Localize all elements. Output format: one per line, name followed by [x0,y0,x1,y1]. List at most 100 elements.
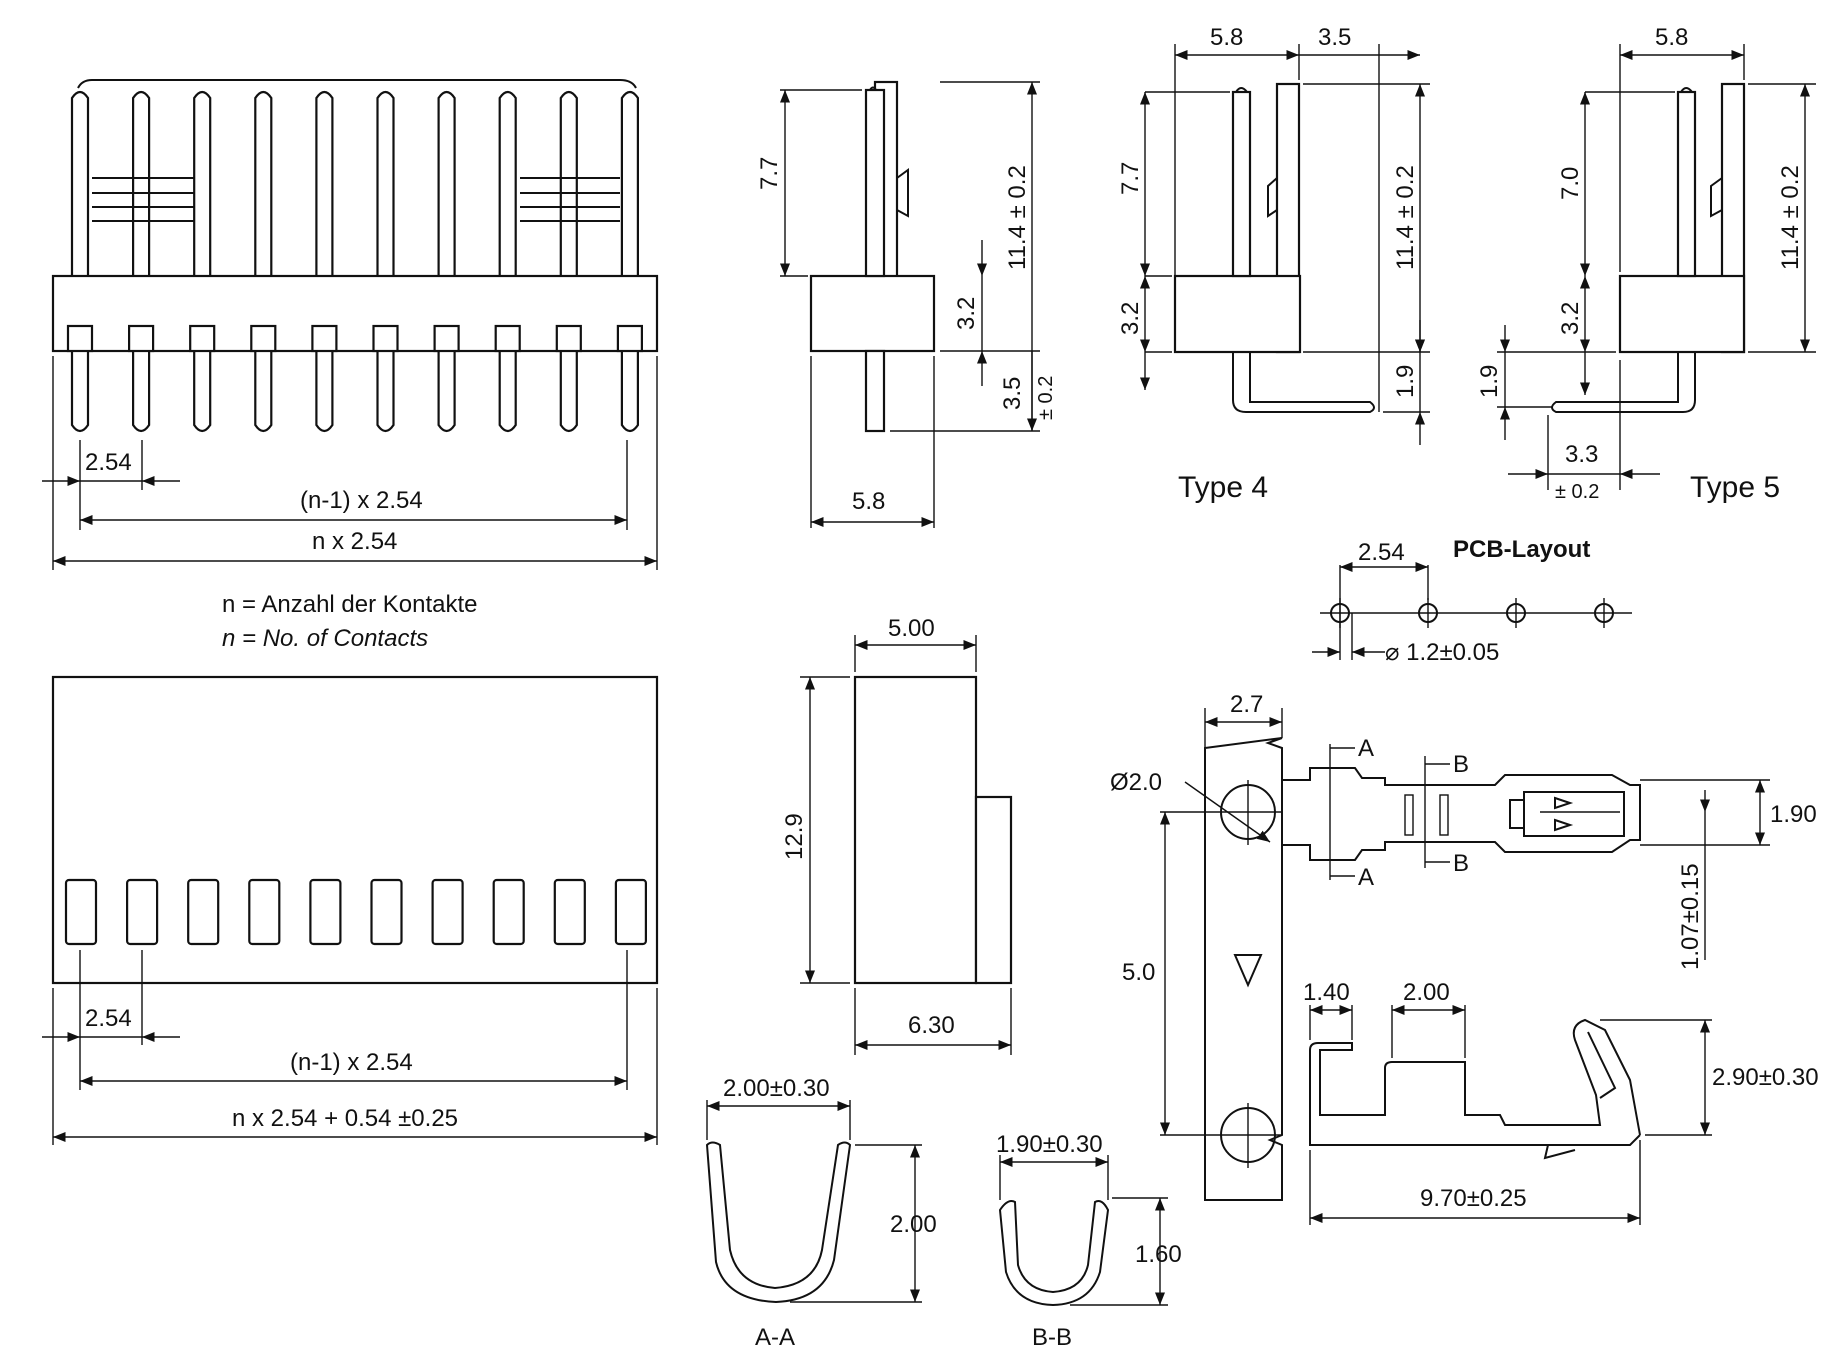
section-aa: 2.00±0.30 2.00 A-A [705,1075,937,1351]
type5-pin-above-dim: 7.0 [1557,167,1584,200]
type4-bend-dim: 1.9 [1392,365,1419,398]
pin-lower [193,351,212,433]
contact-carrier-pitch-dim: 5.0 [1122,959,1155,986]
contact-length-dim: 9.70±0.25 [1420,1185,1527,1212]
housing-width-bottom-dim: 6.30 [908,1012,955,1039]
pin-lower [437,351,456,433]
section-a-marker-bottom: A [1358,864,1374,891]
side-depth-dim: 5.8 [852,488,885,515]
pin-upper [132,90,151,276]
housing-pitch-dim: 2.54 [85,1005,132,1032]
pin-lower [376,351,395,433]
pin-collar [311,324,338,353]
pin-header-front-view: 2.54 (n-1) x 2.54 n x 2.54 [42,79,659,570]
legend-line-en: n = No. of Contacts [222,625,428,652]
pin-collar [189,324,216,353]
contact-hole-dia-dim: Ø2.0 [1110,769,1162,796]
type4-width2-dim: 3.5 [1318,24,1351,51]
contact-crimp1-dim: 1.40 [1303,979,1350,1006]
pin-collar [372,324,399,353]
section-bb-height-dim: 1.60 [1135,1241,1182,1268]
housing-width-top-dim: 5.00 [888,615,935,642]
contact-pitch-width-dim: 2.7 [1230,691,1263,718]
legend-line-de: n = Anzahl der Kontakte [222,591,478,618]
pin-upper [193,90,212,276]
housing-side-view: 5.00 12.9 6.30 [781,615,1013,1055]
pin-collar [128,324,155,353]
section-aa-height-dim: 2.00 [890,1211,937,1238]
pin-upper [437,90,456,276]
pin-collar [616,324,644,353]
contact-window [614,878,648,946]
pcb-pitch-dim: 2.54 [1358,539,1405,566]
pin-lower [132,351,151,433]
section-b-marker-top: B [1453,751,1469,778]
pin-lower [498,351,517,433]
type5-overall-dim: 11.4 ± 0.2 [1777,165,1804,270]
pcb-hole-dim: ⌀ 1.2±0.05 [1385,639,1499,666]
pin-collar [66,324,94,353]
section-bb: 1.90±0.30 1.60 B-B [996,1131,1182,1351]
section-bb-width-dim: 1.90±0.30 [996,1131,1103,1158]
pin-lower [315,351,334,433]
type4-body-height-dim: 3.2 [1117,302,1144,335]
contact-crimp2-dim: 2.00 [1403,979,1450,1006]
type5-width1-dim: 5.8 [1655,24,1688,51]
side-pin-below-dim: 3.5 [999,377,1026,410]
pin-header-side-view: 7.7 11.4 ± 0.2 3.2 3.5 ± 0.2 5.8 [756,80,1057,528]
pin-upper [620,90,639,276]
type5-body-height-dim: 3.2 [1557,302,1584,335]
pcb-title: PCB-Layout [1453,536,1590,563]
pin-upper [498,90,517,276]
contact-window [492,878,525,946]
type5-label: Type 5 [1690,471,1780,504]
crimp-contact-drawing: A A B B 2.7 Ø2.0 5.0 1.90 1.07±0.15 [1110,691,1819,1225]
type4-label: Type 4 [1178,471,1268,504]
housing-height-dim: 12.9 [781,813,808,860]
pin-upper [559,90,578,276]
type4-pin-above-dim: 7.7 [1117,162,1144,195]
contact-window [553,878,586,946]
pin-lower [254,351,273,433]
contact-window [248,878,281,946]
section-aa-label: A-A [755,1324,795,1351]
contact-window [187,878,220,946]
pin-upper [70,90,90,276]
type5-side-view: 5.8 7.0 3.2 11.4 ± 0.2 1.9 3.3 ± 0.2 Typ… [1476,24,1816,504]
pin-upper [315,90,334,276]
contact-window [309,878,342,946]
section-a-marker-top: A [1358,735,1374,762]
header-pitch-dim: 2.54 [85,449,132,476]
pin-lower [559,351,578,433]
type5-offset-dim: 3.3 [1565,441,1598,468]
pin-collar [555,324,582,353]
contact-window [370,878,403,946]
section-aa-width-dim: 2.00±0.30 [723,1075,830,1102]
section-b-marker-bottom: B [1453,850,1469,877]
pin-collar [494,324,521,353]
contact-tip-width-dim: 1.90 [1770,801,1817,828]
type4-width1-dim: 5.8 [1210,24,1243,51]
type4-side-view: 5.8 3.5 7.7 3.2 11.4 ± 0.2 1.9 Type 4 [1117,24,1430,504]
pin-upper [376,90,395,276]
section-bb-label: B-B [1032,1324,1072,1351]
type5-offset-tol: ± 0.2 [1555,481,1599,503]
side-pin-below-tol: ± 0.2 [1035,376,1057,420]
type4-overall-dim: 11.4 ± 0.2 [1392,165,1419,270]
housing-total-dim: n x 2.54 + 0.54 ±0.25 [232,1105,458,1132]
contact-window [125,878,159,946]
pin-collar [250,324,277,353]
side-body-height-dim: 3.2 [953,297,980,330]
pin-lower [620,351,639,433]
pin-collar [433,324,460,353]
pcb-layout: PCB-Layout 2.54 ⌀ 1.2±0.05 [1312,536,1632,666]
header-span-dim: (n-1) x 2.54 [300,487,423,514]
housing-span-dim: (n-1) x 2.54 [290,1049,413,1076]
side-overall-dim: 11.4 ± 0.2 [1004,165,1031,270]
pin-lower [70,351,90,433]
contact-height-dim: 2.90±0.30 [1712,1064,1819,1091]
side-pin-above-dim: 7.7 [756,157,783,190]
type5-bend-dim: 1.9 [1476,365,1503,398]
housing-front-view: 2.54 (n-1) x 2.54 n x 2.54 + 0.54 ±0.25 [42,675,659,1145]
